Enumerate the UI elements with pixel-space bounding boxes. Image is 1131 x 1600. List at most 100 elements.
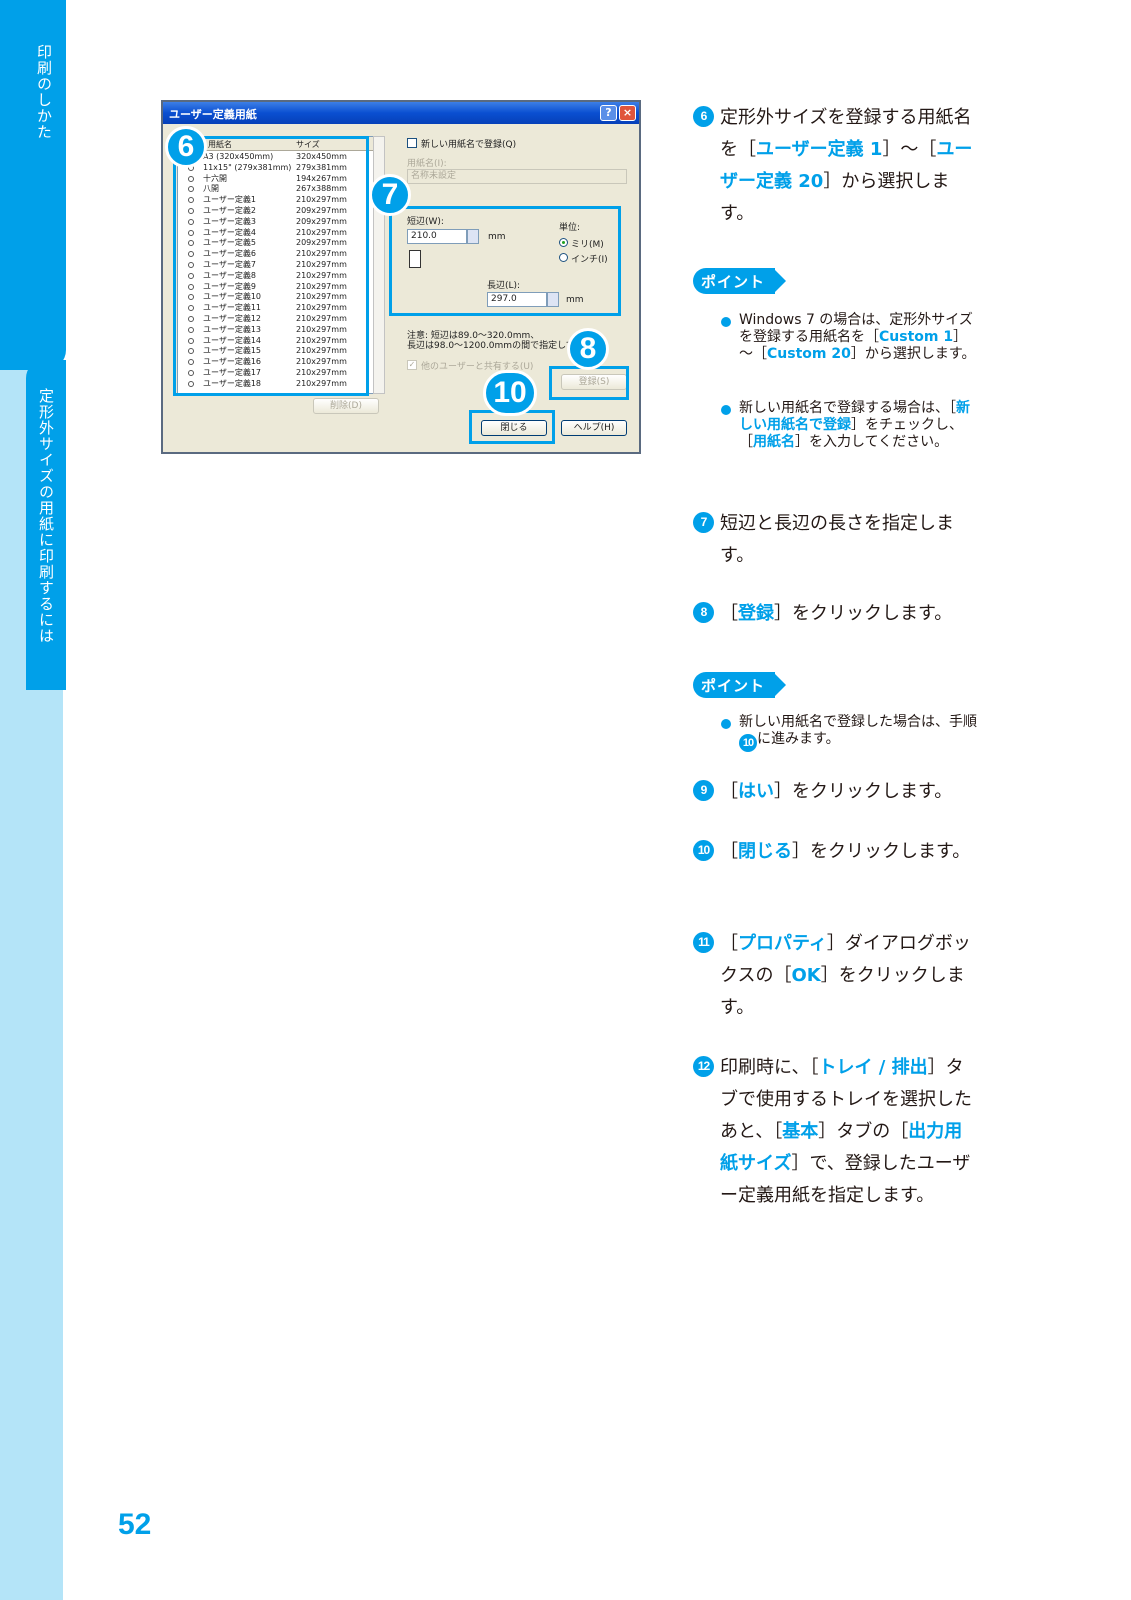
long-edge-input[interactable]: 297.0	[487, 292, 547, 307]
row-paper-name: ユーザー定義1	[203, 195, 256, 205]
step-number: 10	[693, 840, 714, 861]
bullet-dot	[721, 317, 731, 327]
row-paper-size: 210x297mm	[296, 195, 347, 205]
callout-badge-8: 8	[567, 328, 609, 370]
paper-orientation-preview	[409, 250, 421, 268]
row-radio-icon	[188, 380, 194, 387]
row-radio-icon	[188, 359, 194, 366]
step-text: 定形外サイズを登録する用紙名を［ユーザー定義 1］～［ユーザー定義 20］から選…	[720, 102, 974, 230]
row-paper-name: ユーザー定義14	[203, 335, 262, 345]
em-text: 登録	[738, 603, 774, 624]
row-paper-name: ユーザー定義3	[203, 216, 256, 226]
step-text: ［プロパティ］ダイアログボックスの［OK］をクリックします。	[720, 928, 974, 1024]
callout-badge-10: 10	[483, 370, 537, 416]
row-paper-name: 11x15" (279x381mm)	[203, 162, 292, 172]
section-tab-label: 定形外サイズの用紙に印刷するには	[37, 388, 55, 644]
point-tag-label: ポイント	[701, 273, 766, 291]
em-text: ユーザー定義 1	[756, 139, 883, 160]
row-radio-icon	[188, 197, 194, 204]
unit-inch-radio[interactable]	[559, 253, 568, 262]
help-dialog-button[interactable]: ヘルプ(H)	[561, 420, 627, 436]
row-paper-size: 210x297mm	[296, 314, 347, 323]
list-header-name: 用紙名	[208, 140, 232, 149]
text: ［	[720, 933, 738, 954]
paper-name-input[interactable]: 名称未設定	[407, 169, 627, 184]
em-text: 用紙名	[753, 434, 795, 450]
close-icon[interactable]: ×	[619, 105, 636, 121]
delete-button[interactable]: 削除(D)	[313, 398, 379, 414]
text: ［	[720, 841, 738, 862]
long-edge-spinner[interactable]	[547, 292, 559, 307]
step-text: ［登録］をクリックします。	[720, 598, 974, 630]
row-paper-size: 209x297mm	[296, 216, 347, 226]
bullet-text: 新しい用紙名で登録する場合は、［新しい用紙名で登録］をチェックし、［用紙名］を入…	[739, 400, 977, 451]
table-row[interactable]: ユーザー定義3 209x297mm	[178, 216, 376, 227]
text: 新しい用紙名で登録する場合は、［	[739, 400, 956, 416]
text: ］から選択します。	[720, 171, 950, 224]
row-radio-icon	[188, 294, 194, 301]
text: ］タブで使用するトレイを選択したあと、［	[720, 1057, 972, 1142]
text: ］を入力してください。	[795, 434, 949, 450]
highlight-box-7	[389, 206, 621, 316]
text: に進みます。	[757, 731, 840, 747]
text: ］をクリックします。	[774, 603, 953, 624]
point-tag-bar	[693, 268, 775, 294]
unit-mm-radio[interactable]	[559, 238, 568, 247]
row-paper-size: 209x297mm	[296, 238, 347, 248]
row-paper-size: 210x297mm	[296, 227, 347, 237]
page-number: 52	[118, 1508, 152, 1541]
row-paper-size: 320x450mm	[296, 152, 347, 161]
close-dialog-button[interactable]: 閉じる	[481, 420, 547, 436]
text: ］タブの［	[818, 1121, 909, 1142]
dialog-titlebar: ユーザー定義用紙 ? ×	[163, 102, 639, 124]
section-tab	[26, 360, 66, 690]
new-name-checkbox[interactable]	[407, 138, 417, 148]
row-paper-size: 209x297mm	[296, 206, 347, 215]
instructions-column: 6 定形外サイズを登録する用紙名を［ユーザー定義 1］～［ユーザー定義 20］か…	[693, 0, 983, 1600]
text: ］～［	[739, 329, 968, 362]
step-number: 9	[693, 780, 714, 801]
short-edge-input[interactable]: 210.0	[407, 229, 467, 244]
share-checkbox[interactable]: ✓	[407, 360, 417, 370]
em-text: OK	[791, 965, 821, 986]
short-edge-unit: mm	[488, 232, 506, 242]
row-paper-name: ユーザー定義8	[203, 270, 256, 280]
point-tag-1: ポイント	[693, 268, 787, 294]
row-radio-icon	[188, 262, 194, 268]
note-line-1: 注意: 短辺は89.0～320.0mm、	[407, 331, 540, 341]
step-text: ［はい］をクリックします。	[720, 776, 974, 808]
row-radio-icon	[188, 229, 194, 236]
table-row[interactable]: ユーザー定義1 210x297mm	[178, 196, 376, 205]
text: ［	[720, 603, 738, 624]
list-header-size: サイズ	[296, 140, 320, 149]
row-paper-size: 210x297mm	[296, 281, 347, 291]
row-radio-icon	[188, 348, 194, 355]
point-tag-arrow	[773, 672, 786, 698]
text: 定形外サイズを登録する用紙名を［	[720, 107, 972, 160]
help-icon[interactable]: ?	[600, 105, 617, 121]
chapter-sidebar: 印刷のしかた 定形外サイズの用紙に印刷するには	[0, 0, 66, 1600]
step-ref-number: 10	[739, 734, 757, 752]
em-text: 出力用紙サイズ	[720, 1121, 963, 1174]
short-edge-spinner[interactable]	[467, 229, 479, 244]
